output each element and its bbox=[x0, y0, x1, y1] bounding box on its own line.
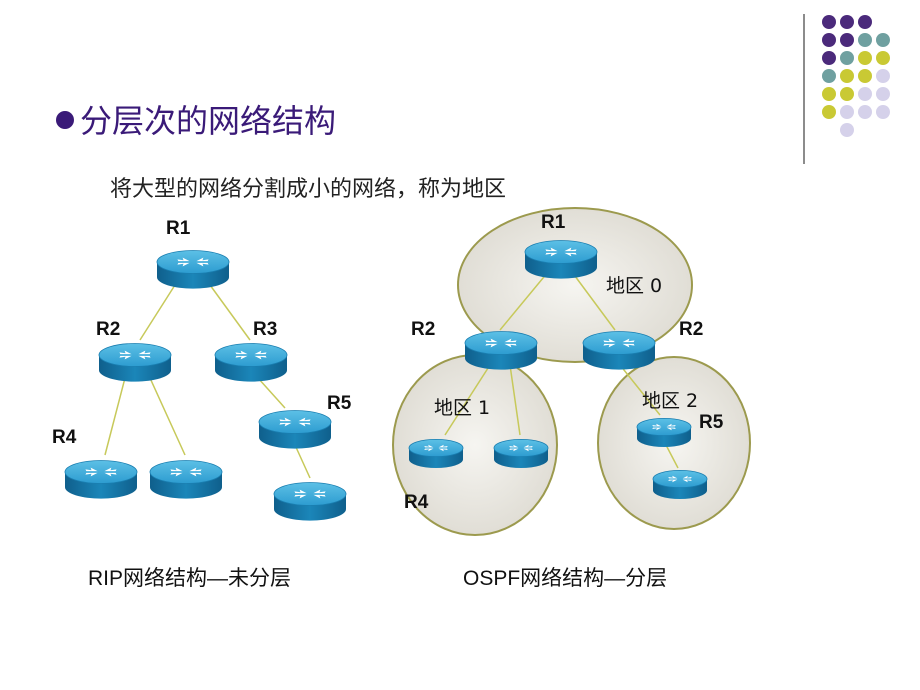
caption-rip: RIP网络结构—未分层 bbox=[88, 567, 292, 590]
rip-label-r1: R1 bbox=[166, 218, 191, 239]
ospf-router-r5-icon bbox=[636, 417, 692, 447]
decorative-dot-grid bbox=[822, 15, 890, 137]
rip-router-r5-icon bbox=[258, 410, 332, 449]
ospf-router-r1-icon bbox=[524, 240, 598, 279]
ospf-label-r1: R1 bbox=[541, 212, 566, 233]
decorative-dot bbox=[876, 33, 890, 47]
rip-label-r5: R5 bbox=[327, 393, 352, 414]
rip-label-r2: R2 bbox=[96, 319, 120, 340]
rip-link-r1-r2 bbox=[139, 284, 176, 341]
decorative-dot bbox=[858, 69, 872, 83]
decorative-dot bbox=[840, 15, 854, 29]
caption-ospf: OSPF网络结构—分层 bbox=[463, 567, 668, 590]
rip-link-r1-r3 bbox=[209, 284, 251, 341]
ospf-router-r4b-icon bbox=[493, 438, 549, 468]
ospf-link-r5-leaf bbox=[665, 444, 679, 469]
decorative-dot bbox=[858, 15, 872, 29]
rip-router-r2-icon bbox=[98, 343, 172, 382]
rip-router-r1-icon bbox=[156, 250, 230, 289]
decorative-dot bbox=[876, 51, 890, 65]
area0-ellipse bbox=[457, 207, 693, 363]
ospf-router-r4a-icon bbox=[408, 438, 464, 468]
decorative-dot bbox=[840, 33, 854, 47]
rip-router-r3-icon bbox=[214, 343, 288, 382]
ospf-link-r1-r2l bbox=[499, 271, 549, 331]
decorative-dot bbox=[822, 15, 836, 29]
rip-router-r4a-icon bbox=[64, 460, 138, 499]
rip-label-r4: R4 bbox=[52, 427, 77, 448]
decorative-dot bbox=[858, 87, 872, 101]
ospf-label-area1: 地区 1 bbox=[434, 397, 490, 419]
ospf-link-r1-r2r bbox=[571, 271, 616, 331]
rip-link-r2-r4b bbox=[149, 377, 186, 456]
decorative-dot bbox=[822, 33, 836, 47]
ospf-label-area0: 地区 0 bbox=[606, 275, 662, 297]
decorative-dot bbox=[876, 69, 890, 83]
decorative-divider-line bbox=[803, 14, 805, 164]
ospf-label-r2-left: R2 bbox=[411, 319, 435, 340]
decorative-dot bbox=[822, 51, 836, 65]
ospf-label-r5: R5 bbox=[699, 412, 724, 433]
ospf-label-r2-right: R2 bbox=[679, 319, 703, 340]
rip-link-r5-leaf bbox=[294, 444, 311, 479]
decorative-dot bbox=[822, 105, 836, 119]
ospf-label-area2: 地区 2 bbox=[642, 390, 698, 412]
ospf-router-r2-left-icon bbox=[464, 331, 538, 370]
ospf-router-r5-leaf-icon bbox=[652, 469, 708, 499]
rip-link-r3-r5 bbox=[257, 377, 286, 409]
decorative-dot bbox=[858, 33, 872, 47]
rip-router-r4b-icon bbox=[149, 460, 223, 499]
decorative-dot bbox=[876, 105, 890, 119]
decorative-dot bbox=[858, 51, 872, 65]
ospf-router-r2-right-icon bbox=[582, 331, 656, 370]
rip-router-r5-leaf-icon bbox=[273, 482, 347, 521]
ospf-label-r4: R4 bbox=[404, 492, 429, 513]
ospf-link-r2l-r4 bbox=[444, 364, 491, 436]
decorative-dot bbox=[840, 105, 854, 119]
ospf-link-r2l-r4b bbox=[509, 364, 521, 436]
page-title: 分层次的网络结构 bbox=[56, 96, 336, 142]
decorative-dot bbox=[822, 69, 836, 83]
rip-label-r3: R3 bbox=[253, 319, 277, 340]
page-title-text: 分层次的网络结构 bbox=[80, 102, 337, 140]
decorative-dot bbox=[840, 51, 854, 65]
page-subtitle: 将大型的网络分割成小的网络，称为地区 bbox=[110, 177, 507, 202]
decorative-dot bbox=[876, 87, 890, 101]
decorative-dot bbox=[840, 69, 854, 83]
bullet-icon bbox=[56, 111, 74, 129]
ospf-link-r2r-r5 bbox=[619, 364, 661, 416]
decorative-dot bbox=[840, 123, 854, 137]
decorative-dot bbox=[840, 87, 854, 101]
decorative-dot bbox=[822, 87, 836, 101]
decorative-dot bbox=[858, 105, 872, 119]
rip-link-r2-r4 bbox=[104, 377, 126, 456]
